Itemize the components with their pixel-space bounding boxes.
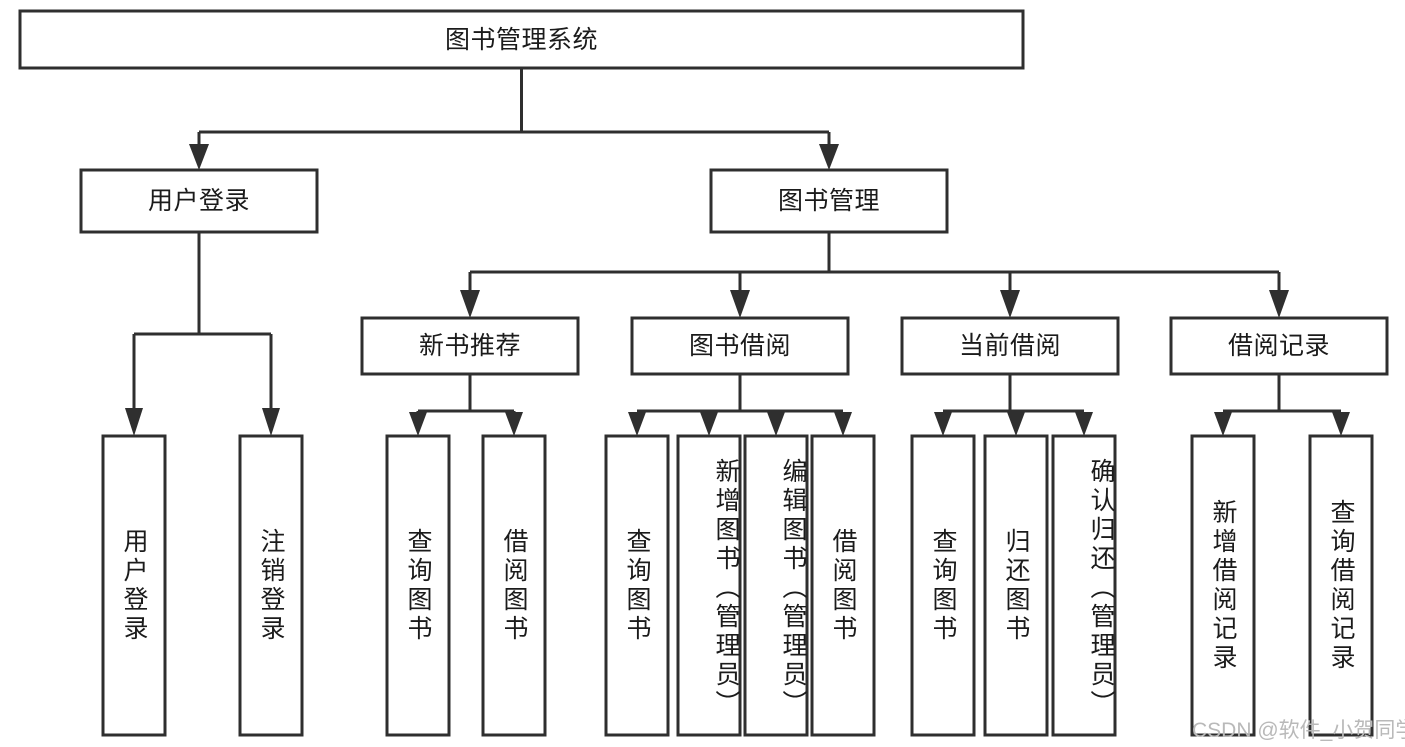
leaf-node-box-3[interactable] bbox=[481, 434, 547, 737]
arrow-head-bookborrow-edit bbox=[767, 412, 785, 436]
level2-node-box-0[interactable] bbox=[79, 168, 319, 234]
root-node-box-0[interactable] bbox=[18, 9, 1025, 70]
arrow-head-book-borrow bbox=[730, 290, 750, 318]
arrow-head-borrowrecord-query bbox=[1332, 412, 1350, 436]
arrow-head-borrow-record bbox=[1269, 290, 1289, 318]
arrow-head-borrowrecord-add bbox=[1214, 412, 1232, 436]
connector-group-borrowrecord-to-leaves bbox=[1214, 374, 1350, 436]
level2-node-box-1[interactable] bbox=[709, 168, 949, 234]
arrow-head-bookborrow-query bbox=[628, 412, 646, 436]
connector-group-bookborrow-to-leaves bbox=[628, 374, 852, 436]
arrow-head-currentborrow-confirm bbox=[1075, 412, 1093, 436]
level3-node-box-3[interactable] bbox=[1169, 316, 1389, 376]
arrow-head-current-borrow bbox=[1000, 290, 1020, 318]
connector-group-userlogin-to-leaves bbox=[125, 232, 280, 436]
leaf-node-box-12[interactable] bbox=[1308, 434, 1374, 737]
watermark-text: CSDN @软件_小贺同学 bbox=[1192, 719, 1405, 742]
node-box-layer bbox=[18, 9, 1389, 737]
arrow-head-bookborrow-borrow bbox=[834, 412, 852, 436]
arrow-head-bookborrow-add bbox=[700, 412, 718, 436]
connector-group-newbook-to-leaves bbox=[409, 374, 523, 436]
arrow-head-new-book bbox=[460, 290, 480, 318]
leaf-node-box-4[interactable] bbox=[604, 434, 670, 737]
leaf-node-box-8[interactable] bbox=[910, 434, 976, 737]
arrow-head-currentborrow-return bbox=[1007, 412, 1025, 436]
leaf-node-box-9[interactable] bbox=[983, 434, 1049, 737]
arrow-head-leaf-logout bbox=[262, 408, 280, 436]
arrow-head-user-login bbox=[189, 144, 209, 170]
level3-node-box-1[interactable] bbox=[630, 316, 850, 376]
leaf-node-box-5[interactable] bbox=[676, 434, 742, 737]
leaf-node-box-6[interactable] bbox=[743, 434, 809, 737]
leaf-node-box-11[interactable] bbox=[1190, 434, 1256, 737]
leaf-node-box-10[interactable] bbox=[1051, 434, 1117, 737]
leaf-node-box-0[interactable] bbox=[101, 434, 167, 737]
connector-group-root-to-level2 bbox=[189, 68, 839, 170]
arrow-head-currentborrow-query bbox=[934, 412, 952, 436]
connector-group-bookmgmt-to-level3 bbox=[460, 232, 1289, 318]
connector-group-currentborrow-to-leaves bbox=[934, 374, 1093, 436]
arrow-head-newbook-query bbox=[409, 412, 427, 436]
level3-node-box-0[interactable] bbox=[360, 316, 580, 376]
arrow-head-leaf-user-login bbox=[125, 408, 143, 436]
level3-node-box-2[interactable] bbox=[900, 316, 1120, 376]
leaf-node-box-7[interactable] bbox=[810, 434, 876, 737]
leaf-node-box-2[interactable] bbox=[385, 434, 451, 737]
leaf-node-box-1[interactable] bbox=[238, 434, 304, 737]
arrow-head-book-mgmt bbox=[819, 144, 839, 170]
arrow-head-newbook-borrow bbox=[505, 412, 523, 436]
